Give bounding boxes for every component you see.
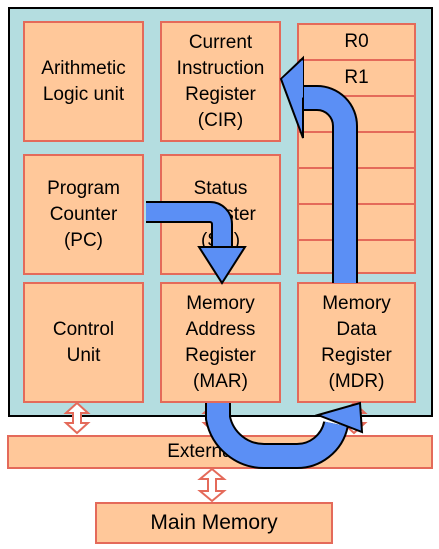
external-bus: External bus — [7, 435, 433, 469]
mar-label: Memory Address Register (MAR) — [185, 292, 256, 392]
bus-connector-main-memory — [197, 467, 227, 503]
register-r0-label: R0 — [344, 31, 369, 52]
control-unit-box: Control Unit — [23, 282, 144, 403]
cir-label: Current Instruction Register (CIR) — [176, 31, 265, 131]
register-r1: R1 — [297, 59, 416, 97]
register-r0: R0 — [297, 23, 416, 61]
cir-box: Current Instruction Register (CIR) — [160, 21, 281, 142]
external-bus-label: External bus — [167, 441, 273, 462]
sr-label: Status Register (SR) — [185, 177, 256, 251]
register-r1-label: R1 — [344, 67, 369, 88]
register-row — [297, 167, 416, 205]
control-unit-label: Control Unit — [52, 318, 115, 366]
main-memory-label: Main Memory — [150, 511, 278, 534]
register-row — [297, 203, 416, 241]
sr-box: Status Register (SR) — [160, 154, 281, 275]
register-row — [297, 95, 416, 133]
alu-box: Arithmetic Logic unit — [23, 21, 144, 142]
pc-box: Program Counter (PC) — [23, 154, 144, 275]
register-row — [297, 131, 416, 169]
mdr-label: Memory Data Register (MDR) — [321, 292, 392, 392]
register-row — [297, 239, 416, 274]
mdr-box: Memory Data Register (MDR) — [297, 282, 416, 403]
main-memory-box: Main Memory — [95, 502, 333, 544]
pc-label: Program Counter (PC) — [47, 177, 120, 251]
mar-box: Memory Address Register (MAR) — [160, 282, 281, 403]
alu-label: Arithmetic Logic unit — [41, 57, 126, 105]
